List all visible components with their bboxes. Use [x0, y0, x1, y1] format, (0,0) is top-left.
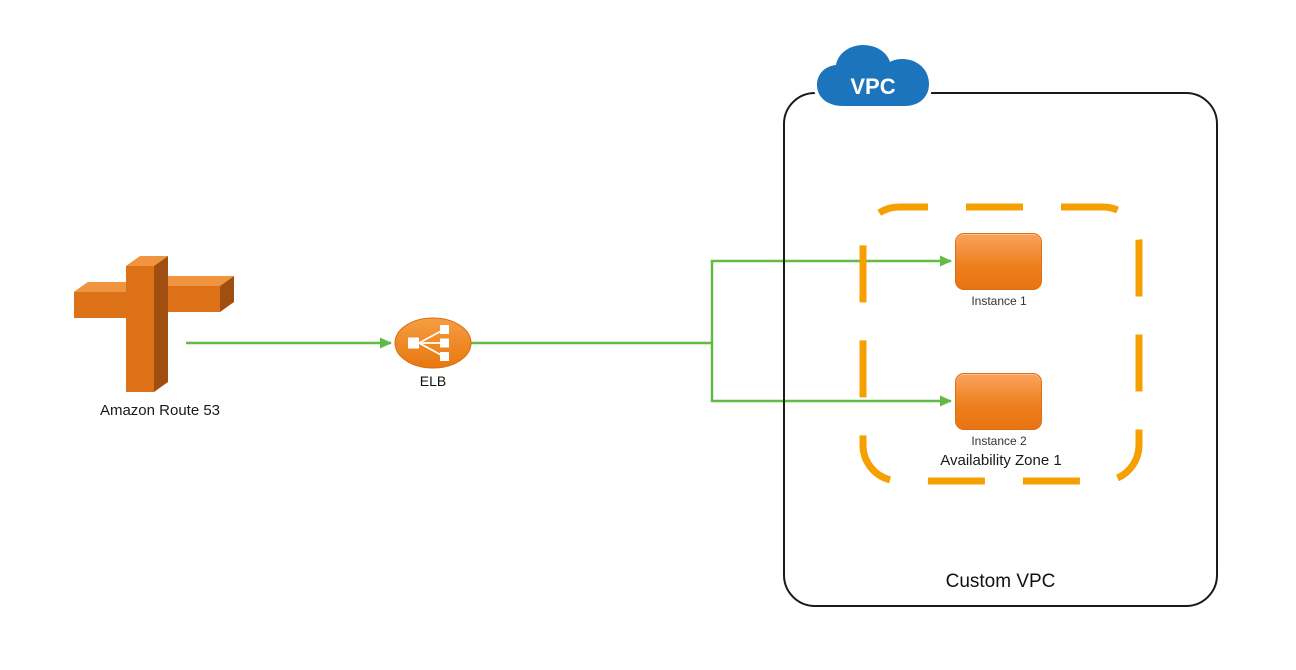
instance1-label: Instance 1: [971, 294, 1027, 308]
availability-zone-label: Availability Zone 1: [940, 452, 1062, 469]
elb-icon: [394, 317, 472, 369]
instance1-node: [955, 233, 1042, 290]
vpc-title: Custom VPC: [945, 571, 1056, 592]
vpc-cloud-icon: VPC: [813, 41, 933, 110]
vpc-container: Custom VPC: [783, 92, 1218, 607]
route53-icon: [74, 256, 234, 392]
route53-label: Amazon Route 53: [99, 402, 221, 419]
instance2-node: [955, 373, 1042, 430]
vpc-cloud-label: VPC: [850, 74, 895, 99]
availability-zone-border: [859, 203, 1143, 485]
instance2-label: Instance 2: [971, 434, 1027, 448]
elb-label: ELB: [419, 373, 447, 389]
